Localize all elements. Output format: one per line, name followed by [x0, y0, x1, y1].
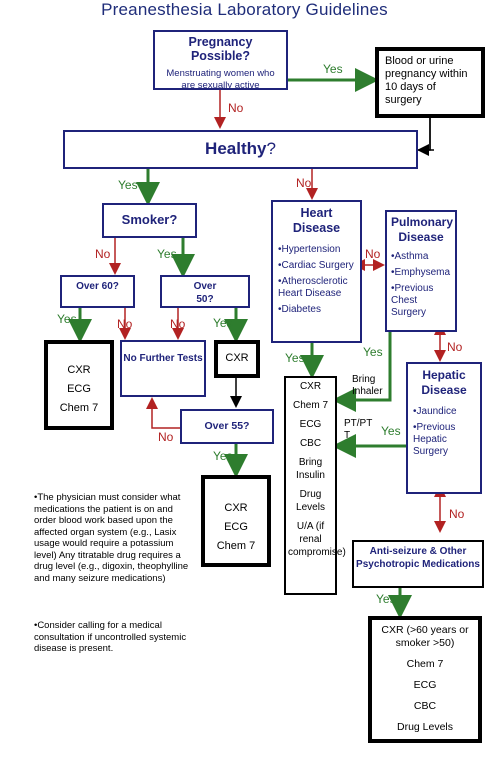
anti-test-item: CBC	[413, 700, 437, 712]
anti-test-item: ECG	[413, 679, 437, 691]
heart-item: •Diabetes	[278, 304, 321, 315]
anti-test-item: CXR (>60 years or smoker >50)	[381, 624, 469, 649]
label-yes: Yes	[323, 62, 343, 76]
result-a-item: ECG	[67, 383, 91, 395]
note-medications: •The physician must consider what medica…	[34, 492, 189, 584]
result-a-item: Chem 7	[59, 402, 99, 414]
label-no: No	[170, 317, 186, 331]
heart-title: Heart Disease	[292, 206, 341, 235]
label-no: No	[296, 176, 312, 190]
label-yes: Yes	[363, 345, 383, 359]
pregnancy-result-box: Blood or urine pregnancy within 10 days …	[375, 47, 485, 118]
label-yes: Yes	[57, 312, 77, 326]
anti-seizure-box: Anti-seizure & Other Psychotropic Medica…	[352, 540, 484, 588]
hepatic-item: •Jaundice	[413, 406, 457, 417]
smoker-label: Smoker?	[121, 212, 178, 227]
pulmonary-title: Pulmonary Disease	[391, 215, 454, 244]
hepatic-disease-box: Hepatic Disease •Jaundice •Previous Hepa…	[406, 362, 482, 494]
note-consultation: •Consider calling for a medical consulta…	[34, 620, 187, 654]
over50-label: Over 50?	[193, 281, 217, 305]
bring-inhaler-label: Bring Inhaler	[352, 374, 383, 397]
heart-test-item: U/A (if renal compromise)	[288, 521, 346, 558]
pregnancy-subtext: Menstruating women who are sexually acti…	[166, 68, 275, 91]
heart-test-item: CXR	[299, 381, 322, 392]
pulmonary-item: •Asthma	[391, 251, 429, 262]
over60-box: Over 60?	[60, 275, 135, 308]
no-further-label: No Further Tests	[123, 353, 203, 364]
heart-tests-box: CXR Chem 7 ECG CBC Bring Insulin Drug Le…	[284, 376, 346, 595]
label-no: No	[228, 101, 244, 115]
anti-test-item: Drug Levels	[396, 721, 454, 733]
result-b-box: CXR ECG Chem 7	[201, 475, 271, 567]
healthy-label: Healthy	[205, 139, 267, 158]
no-further-box: No Further Tests	[120, 340, 206, 397]
heart-item: •Hypertension	[278, 244, 341, 255]
pregnancy-question: Pregnancy Possible?	[188, 35, 253, 63]
smoker-box: Smoker?	[102, 203, 197, 238]
over50-box: Over 50?	[160, 275, 250, 308]
label-no: No	[117, 317, 133, 331]
pulmonary-item: •Previous Chest Surgery	[391, 283, 434, 318]
result-a-box: CXR ECG Chem 7	[44, 340, 114, 430]
label-yes: Yes	[213, 449, 233, 463]
heart-item: •Atherosclerotic Heart Disease	[278, 276, 348, 299]
pregnancy-result-text: Blood or urine pregnancy within 10 days …	[385, 55, 468, 106]
pulmonary-disease-box: Pulmonary Disease •Asthma •Emphysema •Pr…	[385, 210, 457, 332]
page-title: Preanesthesia Laboratory Guidelines	[101, 0, 388, 19]
label-yes: Yes	[285, 351, 305, 365]
heart-disease-box: Heart Disease •Hypertension •Cardiac Sur…	[271, 200, 362, 343]
label-no: No	[365, 247, 381, 261]
label-yes: Yes	[118, 178, 138, 192]
heart-test-item: ECG	[299, 419, 322, 430]
anti-test-item: Chem 7	[406, 658, 444, 670]
label-yes: Yes	[381, 424, 401, 438]
label-yes: Yes	[213, 316, 233, 330]
cxr-box: CXR	[214, 340, 260, 378]
pt-ptt-label: PT/PTT	[344, 418, 373, 441]
heart-test-item: Chem 7	[292, 400, 328, 411]
anti-seizure-label: Anti-seizure & Other Psychotropic Medica…	[356, 546, 480, 570]
heart-item: •Cardiac Surgery	[278, 260, 354, 271]
over55-label: Over 55?	[204, 420, 250, 432]
healthy-mark: ?	[266, 139, 276, 158]
pulmonary-item: •Emphysema	[391, 267, 451, 278]
result-a-item: CXR	[67, 364, 91, 376]
label-no: No	[158, 430, 174, 444]
hepatic-title: Hepatic Disease	[421, 368, 467, 397]
label-yes: Yes	[157, 247, 177, 261]
heart-test-item: Drug Levels	[296, 489, 325, 513]
label-no: No	[447, 340, 463, 354]
over55-box: Over 55?	[180, 409, 274, 444]
over60-label: Over 60?	[76, 281, 119, 292]
heart-test-item: Bring Insulin	[296, 457, 325, 481]
result-b-item: CXR	[224, 502, 248, 514]
anti-seizure-tests-box: CXR (>60 years or smoker >50) Chem 7 ECG…	[368, 616, 482, 743]
label-yes: Yes	[376, 592, 396, 606]
result-b-item: Chem 7	[216, 540, 256, 552]
label-no: No	[449, 507, 465, 521]
result-b-item: ECG	[224, 521, 248, 533]
heart-test-item: CBC	[299, 438, 322, 449]
pregnancy-box: Pregnancy Possible? Menstruating women w…	[153, 30, 288, 91]
hepatic-item: •Previous Hepatic Surgery	[413, 422, 456, 457]
label-no: No	[95, 247, 111, 261]
cxr-label: CXR	[225, 352, 249, 364]
healthy-box: Healthy?	[63, 130, 418, 169]
